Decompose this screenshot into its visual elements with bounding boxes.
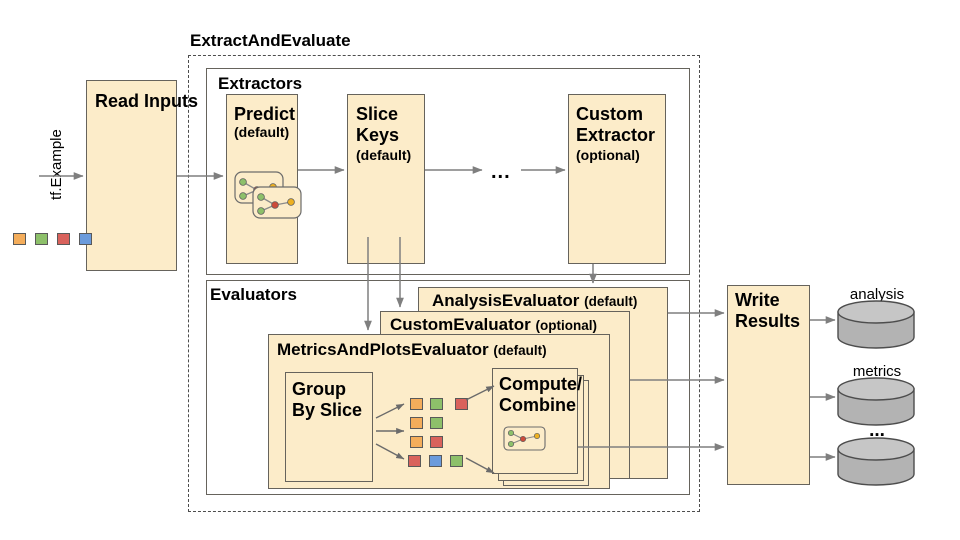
input-swatch-green [35, 233, 48, 245]
compute-combine-title-line1: Compute/ [499, 374, 582, 394]
extractor-custom-title-line2: Extractor [576, 125, 656, 145]
slice-swatch-r1c1 [410, 398, 423, 410]
evaluator-custom-sub: (optional) [535, 318, 597, 333]
group-by-slice-title-line2: By Slice [292, 400, 363, 420]
sink-label-metrics: metrics [852, 363, 902, 380]
extractor-slice-keys-sub: (default) [356, 147, 412, 163]
extractor-slice-keys-title-line1: Slice [356, 104, 399, 124]
evaluator-analysis-name: AnalysisEvaluator [432, 291, 580, 310]
evaluators-label: Evaluators [210, 285, 297, 304]
group-by-slice-title-line1: Group [292, 379, 346, 399]
read-inputs-title-text: Read Inputs [95, 91, 199, 111]
slice-swatch-r3c1 [410, 436, 423, 448]
slice-swatch-r3c2 [430, 436, 443, 448]
input-swatch-blue [79, 233, 92, 245]
slice-swatch-r1c3 [455, 398, 468, 410]
evaluator-metrics-and-plots-sub: (default) [493, 343, 547, 358]
extractor-slice-keys-title-line2: Keys [356, 125, 400, 145]
slice-swatch-r4c1 [408, 455, 421, 467]
extract-and-evaluate-label: ExtractAndEvaluate [190, 31, 351, 50]
group-by-slice-box[interactable] [285, 372, 373, 482]
compute-combine-box[interactable] [492, 368, 578, 474]
extractor-custom-box[interactable] [568, 94, 666, 264]
evaluator-metrics-and-plots-title: MetricsAndPlotsEvaluator (default) [277, 340, 547, 359]
sink-cylinder-analysis[interactable] [837, 300, 915, 349]
extractor-custom-sub: (optional) [576, 147, 640, 163]
sink-cylinder-metrics[interactable] [837, 377, 915, 426]
read-inputs-box[interactable] [86, 80, 177, 271]
write-results-title-line1: Write [735, 290, 780, 310]
slice-swatch-r1c2 [430, 398, 443, 410]
sink-label-ellipsis: ... [869, 420, 885, 441]
write-results-box[interactable] [727, 285, 810, 485]
extractors-label: Extractors [218, 74, 303, 93]
slice-swatch-r4c3 [450, 455, 463, 467]
input-swatch-red [57, 233, 70, 245]
tf-example-label: tf.Example [48, 129, 65, 200]
evaluator-analysis-title: AnalysisEvaluator (default) [432, 291, 637, 310]
slice-swatch-r2c2 [430, 417, 443, 429]
extractor-custom-title-line1: Custom [576, 104, 643, 124]
compute-combine-title-line2: Combine [499, 395, 577, 415]
extractor-predict-sub: (default) [234, 124, 290, 140]
slice-swatch-r2c1 [410, 417, 423, 429]
extractor-slice-keys-box[interactable] [347, 94, 425, 264]
evaluator-custom-name: CustomEvaluator [390, 315, 531, 334]
extractor-predict-title: Predict [234, 104, 296, 124]
evaluator-analysis-sub: (default) [584, 294, 638, 309]
slice-swatch-r4c2 [429, 455, 442, 467]
extract-and-evaluate-group [188, 55, 700, 512]
sink-label-analysis: analysis [849, 286, 905, 303]
evaluator-custom-title: CustomEvaluator (optional) [390, 315, 597, 334]
read-inputs-title: Read Inputs [95, 91, 198, 111]
sink-cylinder-other[interactable] [837, 437, 915, 486]
write-results-title-line2: Results [735, 311, 801, 331]
input-swatch-orange [13, 233, 26, 245]
extractors-ellipsis: ... [491, 161, 511, 183]
evaluator-metrics-and-plots-name: MetricsAndPlotsEvaluator [277, 340, 489, 359]
